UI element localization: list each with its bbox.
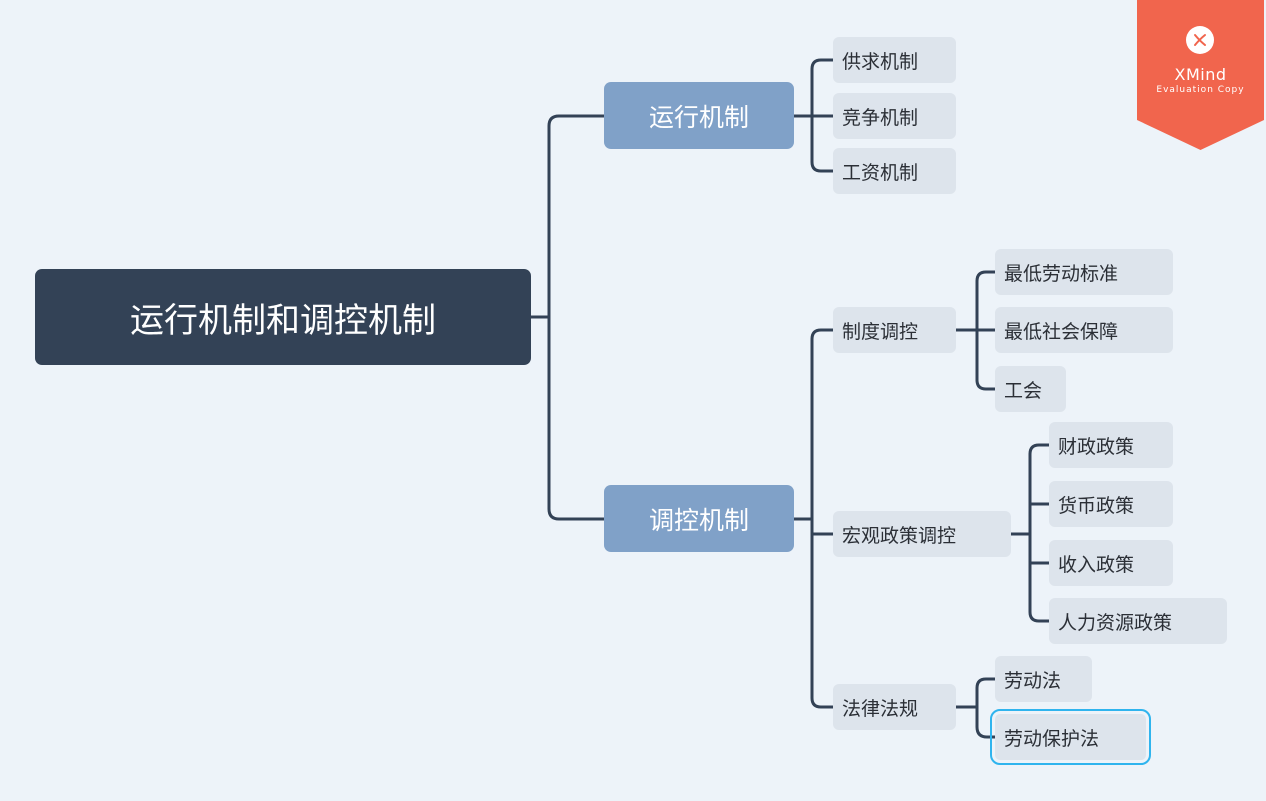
connector-root-to-tiaokong xyxy=(547,315,606,521)
subtopic-huobi[interactable]: 货币政策 xyxy=(1049,481,1173,527)
subtopic-label: 竞争机制 xyxy=(842,106,919,129)
connector-hongguan-to-renli xyxy=(1028,561,1051,623)
subtopic-gongqiu[interactable]: 供求机制 xyxy=(833,37,956,83)
subtopic-label: 人力资源政策 xyxy=(1058,611,1173,634)
subtopic-label: 劳动法 xyxy=(1004,669,1062,692)
subtopic-label: 最低社会保障 xyxy=(1004,320,1119,343)
subtopic-laodongfa[interactable]: 劳动法 xyxy=(995,656,1092,702)
subtopic-label: 工资机制 xyxy=(842,161,919,184)
subtopic-zuidi-laodong-biaozhun[interactable]: 最低劳动标准 xyxy=(995,249,1173,295)
connector-tiaokong-to-zhidu xyxy=(810,328,835,521)
xmind-logo-icon xyxy=(1186,26,1214,54)
watermark-subtitle: Evaluation Copy xyxy=(1156,85,1245,95)
connector-hongguan-to-huobi xyxy=(1028,502,1051,536)
subtopic-label: 财政政策 xyxy=(1058,435,1135,458)
evaluation-watermark: XMind Evaluation Copy xyxy=(1137,0,1264,150)
subtopic-label: 工会 xyxy=(1004,379,1043,402)
subtopic-gongzi[interactable]: 工资机制 xyxy=(833,148,956,194)
branch-topic-label: 调控机制 xyxy=(648,505,749,535)
connector-root-to-yunxing xyxy=(547,114,606,319)
subtopic-label: 收入政策 xyxy=(1058,553,1135,576)
connector-hongguan-to-shouru xyxy=(1028,532,1051,565)
subtopic-label: 货币政策 xyxy=(1058,494,1135,517)
connector-tiaokong-to-falv xyxy=(810,532,835,709)
central-topic-label: 运行机制和调控机制 xyxy=(130,300,436,341)
subtopic-zuidi-shehui-baozhang[interactable]: 最低社会保障 xyxy=(995,307,1173,353)
central-topic[interactable]: 运行机制和调控机制 xyxy=(35,269,531,365)
subtopic-caizheng[interactable]: 财政政策 xyxy=(1049,422,1173,468)
connector-falv-to-baohufa xyxy=(975,705,997,739)
branch-topic-tiaokong[interactable]: 调控机制 xyxy=(604,485,794,552)
connector-yunxing-to-gongqiu xyxy=(792,58,835,118)
subtopic-shouru[interactable]: 收入政策 xyxy=(1049,540,1173,586)
subtopic-gonghui[interactable]: 工会 xyxy=(995,366,1066,412)
watermark-ribbon xyxy=(1137,0,1264,150)
subtopic-renli-ziyuan[interactable]: 人力资源政策 xyxy=(1049,598,1227,644)
subtopic-label: 法律法规 xyxy=(842,697,919,720)
subtopic-label: 宏观政策调控 xyxy=(842,524,957,547)
subtopic-jingzheng[interactable]: 竞争机制 xyxy=(833,93,956,139)
connector-falv-to-laodongfa xyxy=(954,677,997,709)
subtopic-laodong-baohufa[interactable]: 劳动保护法 xyxy=(990,709,1151,765)
connector-tiaokong-to-hongguan xyxy=(810,517,835,536)
connector-hongguan-to-caizheng xyxy=(1009,443,1051,536)
connector-zhidu-to-gonghui xyxy=(975,328,997,391)
connector-zhidu-to-biaozhun xyxy=(954,270,997,332)
connector-yunxing-to-gongzi xyxy=(810,114,835,173)
watermark-title: XMind xyxy=(1174,65,1227,84)
subtopic-label: 供求机制 xyxy=(842,50,919,73)
branch-topic-yunxing[interactable]: 运行机制 xyxy=(604,82,794,149)
subtopic-zhidu[interactable]: 制度调控 xyxy=(833,307,956,353)
subtopic-hongguan[interactable]: 宏观政策调控 xyxy=(833,511,1011,557)
subtopic-label: 劳动保护法 xyxy=(1004,727,1100,750)
subtopic-label: 最低劳动标准 xyxy=(1004,262,1119,285)
branch-topic-label: 运行机制 xyxy=(648,102,749,132)
subtopic-label: 制度调控 xyxy=(842,320,919,343)
subtopic-falv[interactable]: 法律法规 xyxy=(833,684,956,730)
